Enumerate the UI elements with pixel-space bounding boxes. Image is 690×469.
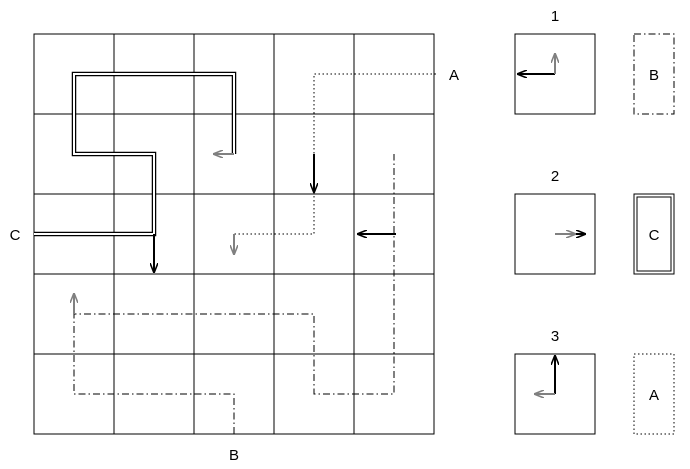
- legend-key-label: A: [649, 387, 659, 404]
- label-c: C: [10, 227, 21, 244]
- legend-item-2: 2 C: [514, 168, 675, 275]
- legend-key-label: B: [649, 67, 659, 84]
- legend-number: 2: [551, 168, 559, 185]
- legend-key-dotted: [633, 353, 675, 435]
- legend-key-label: C: [649, 227, 660, 244]
- legend-number: 1: [551, 8, 559, 25]
- legend-box: [514, 33, 596, 115]
- legend-item-1: 1 B: [514, 8, 675, 115]
- path-a-dotted: [234, 73, 436, 235]
- legend-box: [514, 193, 596, 275]
- legend-key-dashdot: [633, 33, 675, 115]
- label-b: B: [229, 447, 239, 464]
- legend-number: 3: [551, 328, 559, 345]
- legend-key-double-outer: [633, 193, 675, 275]
- label-a: A: [449, 67, 459, 84]
- legend-box: [514, 353, 596, 435]
- legend-item-3: 3 A: [514, 328, 675, 435]
- legend-key-double-inner: [636, 196, 672, 272]
- path-b-dashdot: [73, 154, 395, 434]
- path-c-double: [34, 71, 237, 237]
